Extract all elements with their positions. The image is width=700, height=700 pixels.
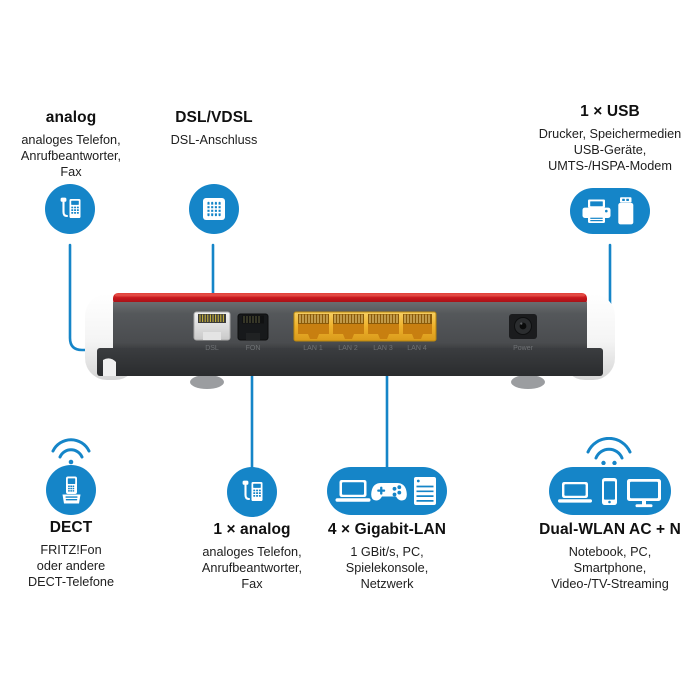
callout-dual-wlan-text: Dual-WLAN AC + N Notebook, PC, Smartphon… — [516, 520, 700, 593]
port-lan-block — [293, 311, 437, 342]
router-lower-band — [97, 348, 603, 376]
port-fon — [237, 313, 269, 341]
port-lan-3 — [368, 314, 399, 339]
port-label-lan2: LAN 2 — [338, 345, 358, 352]
callout-analog-top-text: analog analoges Telefon, Anrufbeantworte… — [0, 108, 142, 181]
port-label-fon: FON — [246, 345, 261, 352]
port-label-lan4: LAN 4 — [407, 345, 427, 352]
icon-badge-usb[interactable] — [570, 188, 650, 234]
dect-wifi-waves-icon — [51, 438, 91, 465]
port-dsl — [193, 311, 231, 341]
port-label-lan1: LAN 1 — [303, 345, 323, 352]
port-label-lan3: LAN 3 — [373, 345, 393, 352]
port-lan-1 — [298, 314, 329, 339]
port-power — [509, 314, 537, 339]
callout-dsl-title: DSL/VDSL — [175, 109, 253, 126]
icon-badge-gigabit-lan[interactable] — [327, 467, 447, 515]
router-foot-right — [511, 375, 545, 389]
port-lan-4 — [403, 314, 432, 339]
laptop-phone-tv-icon — [558, 478, 661, 508]
icon-badge-analog-top[interactable] — [45, 184, 95, 234]
callout-dsl-text: DSL/VDSL DSL-Anschluss — [145, 108, 283, 148]
callout-analog-top-desc: analoges Telefon, Anrufbeantworter, Fax — [20, 132, 122, 180]
callout-dect-title: DECT — [49, 519, 93, 536]
dsl-socket-icon — [203, 198, 225, 220]
callout-gigabit-lan-desc: 1 GBit/s, PC, Spielekonsole, Netzwerk — [345, 544, 429, 592]
callout-dsl-desc: DSL-Anschluss — [170, 132, 258, 147]
desk-phone-icon — [242, 480, 263, 501]
wlan-wifi-waves-icon — [586, 437, 632, 465]
port-lan-2 — [333, 314, 364, 339]
cordless-phone-icon — [62, 476, 81, 504]
icon-badge-dsl[interactable] — [189, 184, 239, 234]
callout-dect-desc: FRITZ!Fon oder andere DECT-Telefone — [27, 542, 115, 590]
router-foot-left — [190, 375, 224, 389]
fritzbox-router-device: DSL FON — [85, 286, 615, 391]
icon-badge-analog-bottom[interactable] — [227, 467, 277, 517]
callout-analog-bottom-desc: analoges Telefon, Anrufbeantworter, Fax — [201, 544, 303, 592]
printer-usb-stick-icon — [582, 197, 634, 225]
icon-badge-dual-wlan[interactable] — [549, 467, 671, 515]
port-label-dsl: DSL — [205, 345, 219, 352]
callout-analog-bottom-title: 1 × analog — [213, 521, 291, 538]
callout-gigabit-lan-title: 4 × Gigabit-LAN — [327, 521, 447, 538]
callout-usb-text: 1 × USB Drucker, Speichermedien USB-Gerä… — [492, 102, 700, 175]
callout-analog-bottom-text: 1 × analog analoges Telefon, Anrufbeantw… — [182, 520, 322, 593]
callout-analog-top-title: analog — [45, 109, 97, 126]
callout-usb-title: 1 × USB — [580, 103, 640, 120]
laptop-gamepad-nas-icon — [335, 477, 436, 505]
port-label-power: Power — [513, 345, 534, 352]
callout-dual-wlan-title: Dual-WLAN AC + N — [539, 521, 681, 538]
callout-dual-wlan-desc: Notebook, PC, Smartphone, Video-/TV-Stre… — [551, 544, 669, 592]
icon-badge-dect[interactable] — [46, 465, 96, 515]
desk-phone-icon — [60, 197, 81, 218]
callout-dect-text: DECT FRITZ!Fon oder andere DECT-Telefone — [0, 518, 142, 591]
callout-usb-desc: Drucker, Speichermedien USB-Geräte, UMTS… — [538, 126, 682, 174]
callout-gigabit-lan-text: 4 × Gigabit-LAN 1 GBit/s, PC, Spielekons… — [317, 520, 457, 593]
